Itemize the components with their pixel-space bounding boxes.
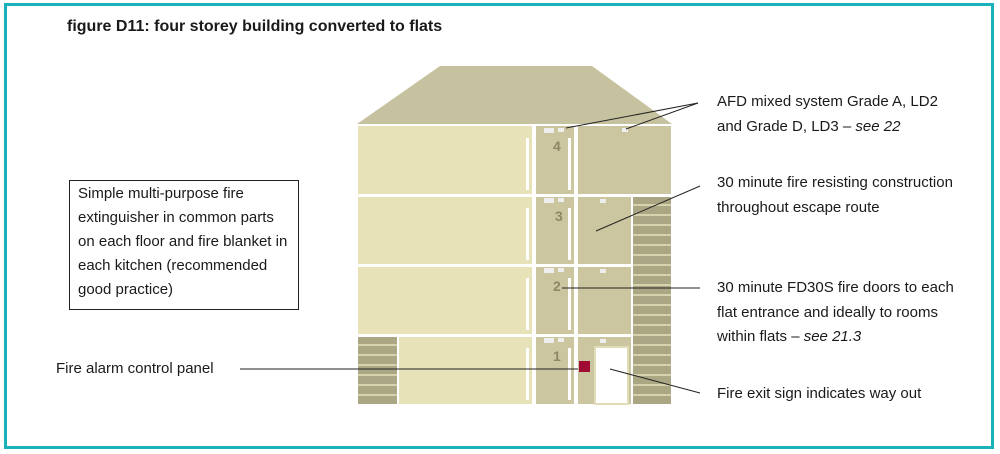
afd-ref: see 22 [855, 117, 901, 135]
afd-text: AFD mixed system Grade A, LD2 and Grade … [717, 93, 938, 135]
floor-number-3: 3 [555, 208, 563, 224]
exit-door [594, 346, 629, 405]
floor-number-1: 1 [553, 348, 561, 364]
detectors [544, 128, 628, 343]
flats [358, 126, 532, 404]
figure-frame [4, 3, 994, 449]
exit-sign-label: Fire exit sign indicates way out [717, 385, 922, 402]
floor-number-4: 4 [553, 138, 561, 154]
extinguisher-callout: Simple multi-purpose fire extinguisher i… [69, 180, 299, 310]
figure-title: figure D11: four storey building convert… [67, 18, 443, 35]
stair-left [358, 337, 397, 404]
leader-lines [240, 102, 701, 394]
fire-alarm-panel [579, 361, 590, 372]
fire-doors-ref: see 21.3 [803, 328, 862, 345]
afd-label: AFD mixed system Grade A, LD2 and Grade … [717, 90, 957, 139]
floor-number-2: 2 [553, 278, 561, 294]
stair-treads [358, 204, 671, 396]
fire-doors-text: 30 minute FD30S fire doors to each flat … [717, 279, 954, 345]
construction-label: 30 minute fire resisting construction th… [717, 174, 953, 216]
fire-doors-label: 30 minute FD30S fire doors to each flat … [717, 276, 967, 350]
roof [357, 66, 672, 124]
doors [526, 138, 571, 400]
stair-right [633, 197, 671, 404]
common-parts [536, 126, 671, 404]
alarm-panel-label: Fire alarm control panel [56, 360, 214, 377]
